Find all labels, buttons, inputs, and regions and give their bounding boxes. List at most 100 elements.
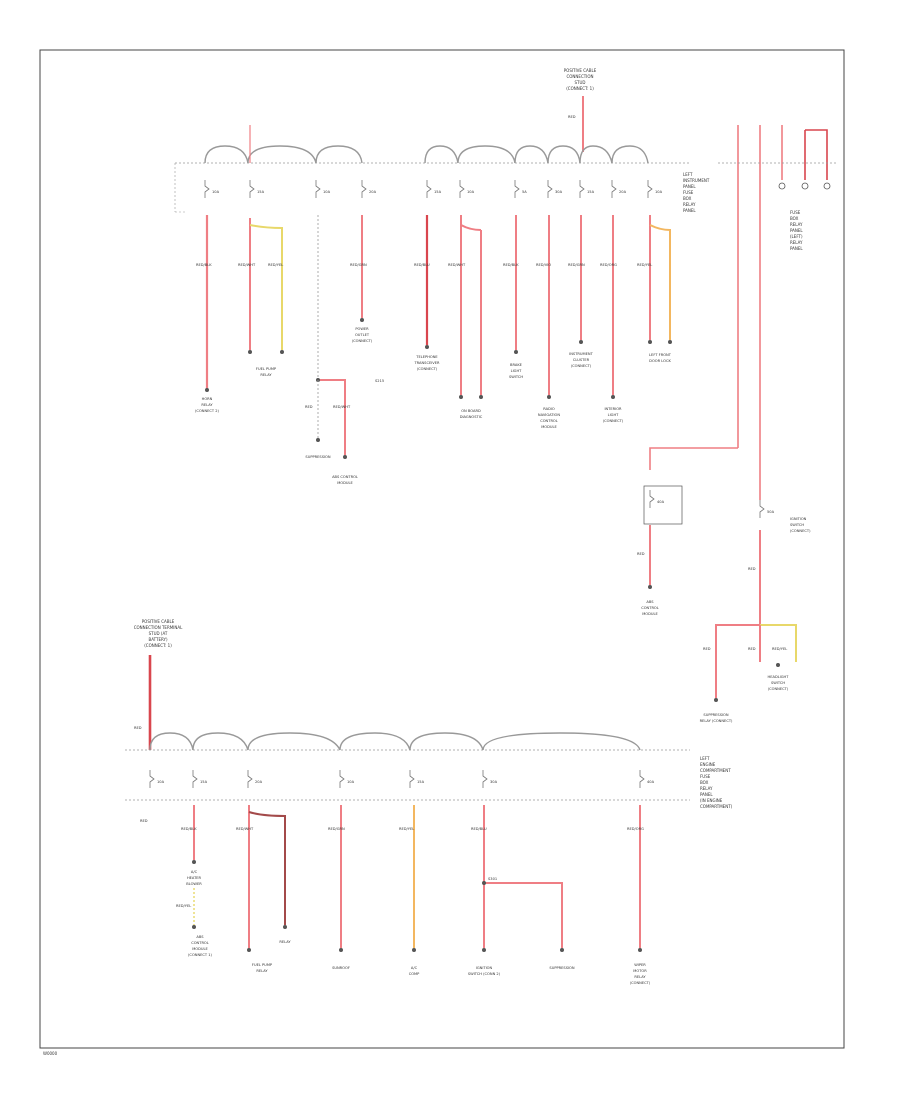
svg-text:SWITCH: SWITCH xyxy=(771,681,785,685)
svg-text:LEFT FRONT: LEFT FRONT xyxy=(649,353,672,357)
svg-text:(CONNECT): (CONNECT) xyxy=(790,529,811,533)
svg-text:PANEL: PANEL xyxy=(683,208,696,213)
upper-fuse-5: 15A RED/BLU TELEPHONE TRANSCEIVER (CONNE… xyxy=(413,180,442,371)
svg-text:HEADLIGHT: HEADLIGHT xyxy=(768,675,790,679)
svg-text:RED/YEL: RED/YEL xyxy=(772,647,787,651)
svg-text:30A: 30A xyxy=(490,780,498,784)
svg-text:CONTROL: CONTROL xyxy=(641,606,659,610)
svg-text:RED/WHT: RED/WHT xyxy=(236,827,254,831)
lower-fuse-0: 10A RED xyxy=(140,770,165,823)
svg-text:CLUSTER: CLUSTER xyxy=(573,358,590,362)
svg-text:COMPARTMENT: COMPARTMENT xyxy=(700,768,731,773)
svg-text:COMP: COMP xyxy=(409,972,420,976)
svg-text:A/C: A/C xyxy=(411,966,418,970)
svg-text:15A: 15A xyxy=(587,190,595,194)
svg-text:FUSE: FUSE xyxy=(790,210,801,215)
svg-text:RED/WHT: RED/WHT xyxy=(333,405,351,409)
svg-text:CONTROL: CONTROL xyxy=(191,941,209,945)
svg-text:(CONNECT): (CONNECT) xyxy=(630,981,651,985)
right-box-label: FUSE BOX RELAY PANEL (LEFT) RELAY PANEL xyxy=(790,210,803,251)
svg-text:CONTROL: CONTROL xyxy=(540,419,558,423)
svg-text:SWITCH (CONN 2): SWITCH (CONN 2) xyxy=(468,972,501,976)
svg-text:RELAY (CONNECT): RELAY (CONNECT) xyxy=(700,719,733,723)
upper-fuse-0: 10A RED/BLK HORN RELAY (CONNECT 2) xyxy=(195,180,220,413)
svg-text:BOX: BOX xyxy=(683,196,692,201)
svg-text:IGNITION: IGNITION xyxy=(476,966,493,970)
svg-text:POSITIVE CABLE: POSITIVE CABLE xyxy=(142,619,175,624)
upper-fuse-9: 15A RED/GRN INSTRUMENT CLUSTER (CONNECT) xyxy=(568,180,595,368)
svg-text:40A: 40A xyxy=(657,500,665,504)
svg-text:5A: 5A xyxy=(522,190,527,194)
svg-text:POWER: POWER xyxy=(355,327,369,331)
svg-text:DOOR LOCK: DOOR LOCK xyxy=(649,359,671,363)
svg-text:RED: RED xyxy=(305,405,313,409)
svg-text:RED: RED xyxy=(748,647,756,651)
svg-text:SUNROOF: SUNROOF xyxy=(332,966,350,970)
svg-text:S215: S215 xyxy=(375,379,384,383)
svg-text:RELAY: RELAY xyxy=(634,975,646,979)
svg-text:ON BOARD: ON BOARD xyxy=(461,409,481,413)
svg-text:LEFT: LEFT xyxy=(700,756,710,761)
svg-text:RELAY: RELAY xyxy=(260,373,272,377)
svg-text:SWITCH: SWITCH xyxy=(790,523,804,527)
upper-power-source: POSITIVE CABLE CONNECTION STUD (CONNECT:… xyxy=(564,68,597,152)
svg-text:RELAY: RELAY xyxy=(683,202,696,207)
svg-text:(CONNECT): (CONNECT) xyxy=(352,339,373,343)
svg-text:A/C: A/C xyxy=(191,870,198,874)
svg-text:MODULE: MODULE xyxy=(541,425,557,429)
svg-text:S301: S301 xyxy=(488,877,497,881)
svg-text:SUPPRESSION: SUPPRESSION xyxy=(549,966,574,970)
svg-text:RED/GRN: RED/GRN xyxy=(350,263,367,267)
svg-text:FUEL PUMP: FUEL PUMP xyxy=(252,963,273,967)
svg-text:OUTLET: OUTLET xyxy=(355,333,370,337)
svg-text:10A: 10A xyxy=(467,190,475,194)
upper-fuse-7: 5A RED/BLK BRAKE LIGHT SWITCH xyxy=(503,180,527,379)
lower-power-source: POSITIVE CABLE CONNECTION TERMINAL STUD … xyxy=(134,619,183,750)
svg-text:SUPPRESSION: SUPPRESSION xyxy=(703,713,728,717)
svg-text:RED/GRN: RED/GRN xyxy=(328,827,345,831)
svg-text:RED/BLU: RED/BLU xyxy=(414,263,430,267)
svg-text:(LEFT): (LEFT) xyxy=(790,234,803,239)
upper-bus-bar xyxy=(174,125,690,213)
upper-source-label-4: (CONNECT: 1) xyxy=(566,86,594,91)
svg-text:RELAY: RELAY xyxy=(279,940,291,944)
svg-text:RELAY: RELAY xyxy=(201,403,213,407)
svg-text:TELEPHONE: TELEPHONE xyxy=(415,355,438,359)
svg-text:RED: RED xyxy=(134,726,142,730)
upper-source-label-2: CONNECTION xyxy=(566,74,593,79)
svg-text:PANEL: PANEL xyxy=(790,246,803,251)
svg-text:15A: 15A xyxy=(417,780,425,784)
upper-source-label-3: STUD xyxy=(575,80,586,85)
svg-text:HEATER: HEATER xyxy=(187,876,202,880)
lower-fuse-4: 15A RED/YEL A/C COMP xyxy=(399,770,425,976)
svg-text:40A: 40A xyxy=(647,780,655,784)
svg-text:NAVIGATION: NAVIGATION xyxy=(538,413,560,417)
lower-fuse-2: 20A RED/WHT RELAY FUEL PUMP RELAY xyxy=(236,770,291,973)
lower-fuse-5: 30A S301 RED/BLU IGNITION SWITCH (CONN 2… xyxy=(468,770,575,976)
svg-text:(CONNECT 2): (CONNECT 2) xyxy=(195,409,220,413)
svg-text:RED/BLK: RED/BLK xyxy=(181,827,197,831)
svg-text:RELAY: RELAY xyxy=(256,969,268,973)
svg-text:10A: 10A xyxy=(157,780,165,784)
svg-text:(CONNECT): (CONNECT) xyxy=(768,687,789,691)
upper-fuse-1: 15A RED/WHT RED/YEL FUEL PUMP RELAY xyxy=(238,180,284,377)
upper-fuse-2-label: 10A xyxy=(323,190,331,194)
lower-fuse-6: 40A RED/ORG WIPER MOTOR RELAY (CONNECT) xyxy=(627,770,655,985)
svg-text:RED/WHT: RED/WHT xyxy=(238,263,256,267)
svg-text:RED/BLK: RED/BLK xyxy=(503,263,519,267)
upper-source-label-1: POSITIVE CABLE xyxy=(564,68,597,73)
svg-text:RED/YEL: RED/YEL xyxy=(399,827,414,831)
svg-text:BOX: BOX xyxy=(790,216,799,221)
svg-text:10A: 10A xyxy=(347,780,355,784)
upper-fuse-6: 10A RED/WHT ON BOARD DIAGNOSTIC xyxy=(448,180,483,419)
svg-text:BRAKE: BRAKE xyxy=(510,363,523,367)
lower-right-branch: RED RED RED/YEL SUPPRESSION RELAY (CONNE… xyxy=(700,624,797,723)
right-feeds: FUSE BOX RELAY PANEL (LEFT) RELAY PANEL … xyxy=(637,125,838,625)
svg-text:20A: 20A xyxy=(619,190,627,194)
svg-text:TRANSCEIVER: TRANSCEIVER xyxy=(413,361,440,365)
svg-text:(CONNECT): (CONNECT) xyxy=(571,364,592,368)
svg-text:20A: 20A xyxy=(255,780,263,784)
svg-text:10A: 10A xyxy=(655,190,663,194)
svg-text:ABS: ABS xyxy=(196,935,204,939)
svg-text:MODULE: MODULE xyxy=(192,947,208,951)
